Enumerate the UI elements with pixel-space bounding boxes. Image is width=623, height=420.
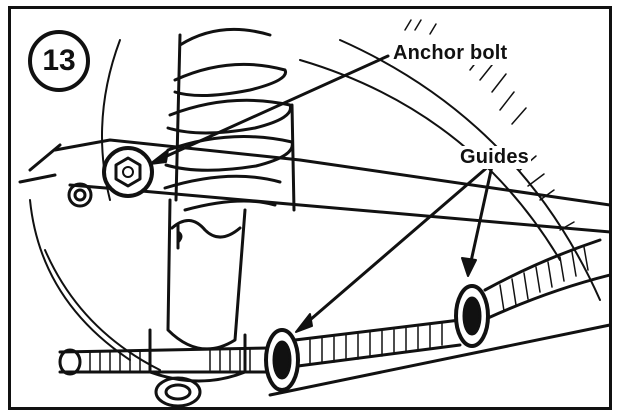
step-number-badge: 13 — [28, 30, 90, 92]
rod-assembly — [58, 238, 609, 407]
control-arm — [18, 138, 609, 234]
guides-label: Guides — [458, 146, 531, 169]
guide-bushing-left — [264, 328, 300, 392]
step-number: 13 — [42, 44, 76, 77]
anchor-bolt — [102, 146, 154, 198]
leader-arrows — [149, 54, 494, 333]
guide-bushing-right — [454, 284, 490, 348]
coil-spring — [163, 27, 296, 212]
anchor-bolt-label: Anchor bolt — [391, 42, 510, 65]
